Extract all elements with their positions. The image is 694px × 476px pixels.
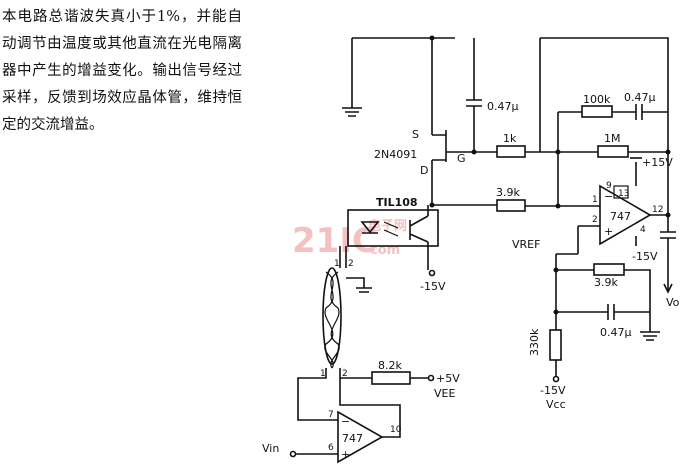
- fet-leads: [432, 134, 446, 161]
- u1-plus: +: [604, 225, 613, 238]
- terminal-vin: [289, 450, 297, 458]
- vin-label: Vin: [262, 442, 279, 455]
- ground-symbol-ref: [640, 312, 660, 341]
- u2-pin6: 6: [328, 443, 334, 453]
- cable-top-pin2: 2: [348, 259, 354, 269]
- opto-phototransistor: [409, 215, 429, 243]
- neg15-bot-label: -15V: [540, 384, 566, 397]
- opto-light-arrows: [383, 221, 399, 237]
- ground-symbol-cable: [356, 287, 372, 293]
- resistor-100k: [581, 105, 613, 118]
- u1-pin1: 1: [592, 195, 598, 205]
- terminal-pos5: [427, 374, 435, 382]
- r1m-label: 1M: [604, 132, 621, 145]
- r39k-a-label: 3.9k: [496, 186, 520, 199]
- u1-pin13-box: [613, 185, 629, 199]
- optocoupler-til108: [347, 209, 439, 247]
- vo-arrow: [663, 283, 673, 294]
- vo-label: Vo: [666, 296, 680, 309]
- opamp-u1: [599, 184, 652, 246]
- u1-minus: −: [604, 190, 613, 203]
- fet-source-label: S: [412, 128, 419, 141]
- u1-pin4: 4: [640, 225, 646, 235]
- junction-dot: [553, 309, 559, 315]
- resistor-39k-b: [593, 263, 625, 276]
- opto-label: TIL108: [376, 196, 418, 209]
- twisted-wire-b: [324, 271, 339, 369]
- r330k-label: 330k: [528, 328, 541, 356]
- opamp-u2-label: 747: [342, 432, 363, 445]
- vref-label: VREF: [512, 238, 540, 251]
- opamp-u2: [337, 410, 384, 464]
- ground-symbol-top: [342, 107, 362, 117]
- c1-label: 0.47μ: [487, 100, 519, 113]
- pos15-label: +15V: [642, 156, 673, 169]
- u1-pin12: 12: [652, 205, 663, 215]
- description-text: 本电路总谐波失真小于1%，并能自动调节由温度或其他直流在光电隔离器中产生的增益变…: [2, 4, 242, 139]
- junction-dot: [429, 202, 435, 208]
- resistor-330k: [549, 329, 562, 361]
- resistor-1k: [496, 145, 526, 158]
- opto-input-leads: [339, 246, 347, 268]
- watermark-logo: 21IC: [292, 221, 377, 261]
- cable-top-pin1: 1: [334, 259, 340, 269]
- u2-pin10: 10: [390, 425, 402, 435]
- cable-shield-wire: [346, 277, 365, 288]
- capacitor-c1: [466, 99, 482, 107]
- cable-bottom-pin1: 1: [320, 369, 326, 379]
- terminal-neg15: [552, 375, 560, 383]
- resistor-1m: [597, 145, 629, 158]
- r39k-b-right-wire: [624, 269, 651, 312]
- r82k-label: 8.2k: [378, 359, 402, 372]
- r100k-label: 100k: [583, 93, 611, 106]
- resistor-39k-a: [496, 199, 526, 212]
- capacitor-c3: [607, 304, 615, 320]
- neg15-opto-label: -15V: [420, 280, 446, 293]
- r1k-label: 1k: [503, 132, 517, 145]
- u1-pin13: 13: [618, 189, 629, 199]
- fet-drain-label: D: [420, 164, 428, 177]
- junction-dot: [665, 149, 671, 155]
- fet-gate-label: G: [457, 152, 466, 165]
- terminal-opto-neg15: [428, 269, 436, 277]
- u2-feedback: [380, 404, 401, 438]
- u2-plus: +: [341, 448, 350, 461]
- u1-pin2: 2: [592, 215, 598, 225]
- resistor-82k: [371, 371, 411, 385]
- cable-bottom-pin2: 2: [342, 369, 348, 379]
- junction-dot: [555, 149, 561, 155]
- c2-label: 0.47μ: [624, 91, 656, 104]
- u2-output-to-cable: [339, 400, 380, 406]
- junction-dot: [665, 212, 671, 218]
- u2-minus: −: [341, 415, 350, 428]
- output-top-loop: [540, 37, 669, 232]
- description-paragraph: 本电路总谐波失真小于1%，并能自动调节由温度或其他直流在光电隔离器中产生的增益变…: [2, 9, 242, 133]
- opto-led: [360, 221, 380, 234]
- pos5-label: +5V: [436, 372, 460, 385]
- shielded-cable: [322, 267, 342, 365]
- r39k-b-label: 3.9k: [594, 276, 618, 289]
- u2-pin7: 7: [328, 410, 334, 420]
- vee-label: VEE: [434, 387, 455, 400]
- output-capacitor: [660, 231, 676, 239]
- c3-label: 0.47μ: [600, 326, 632, 339]
- opamp-u1-label: 747: [610, 210, 631, 223]
- fet-part-label: 2N4091: [374, 148, 417, 161]
- capacitor-c2: [635, 104, 643, 120]
- pin1-loop-wire: [297, 368, 338, 421]
- neg15-amp-label: -15V: [632, 250, 658, 263]
- vcc-label: Vcc: [546, 398, 566, 411]
- u1-pin9: 9: [606, 181, 612, 191]
- twisted-wire-a: [325, 271, 340, 369]
- junction-dot: [429, 35, 435, 41]
- junction-dot: [553, 267, 559, 273]
